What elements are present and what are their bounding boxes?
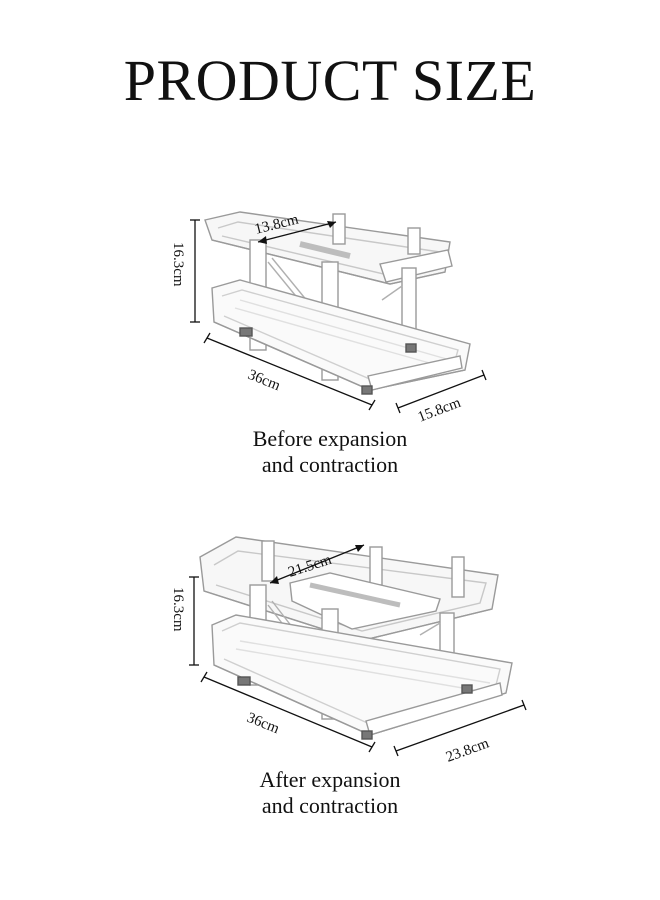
height-label: 16.3cm xyxy=(170,242,186,287)
caption-line-2: and contraction xyxy=(261,452,399,478)
caption-line-1: After expansion xyxy=(259,767,401,792)
page-title: PRODUCT SIZE xyxy=(123,48,537,113)
caption-after: After expansion and contraction xyxy=(0,767,660,820)
caption-line-1: Before expansion xyxy=(252,426,408,451)
caption-line-2: and contraction xyxy=(261,793,399,819)
organizer-diagram-after: 16.3cm 21.5cm 36cm 23.8cm xyxy=(170,536,527,766)
dimension-lines xyxy=(189,544,527,757)
figure-before-expansion: 16.3cm 13.8cm 36cm 15.8cm Before expansi… xyxy=(0,200,660,500)
height-label: 16.3cm xyxy=(170,587,186,632)
organizer-illustration xyxy=(199,536,513,740)
length-label: 36cm xyxy=(245,710,282,737)
organizer-diagram-before: 16.3cm 13.8cm 36cm 15.8cm xyxy=(170,211,487,426)
organizer-illustration xyxy=(204,211,471,395)
depth-label: 23.8cm xyxy=(444,735,492,765)
dimension-lines xyxy=(190,219,487,414)
caption-before: Before expansion and contraction xyxy=(0,426,660,479)
depth-label: 15.8cm xyxy=(416,395,464,426)
figure-after-expansion: 16.3cm 21.5cm 36cm 23.8cm After expansio… xyxy=(0,525,660,865)
length-label: 36cm xyxy=(246,367,283,394)
